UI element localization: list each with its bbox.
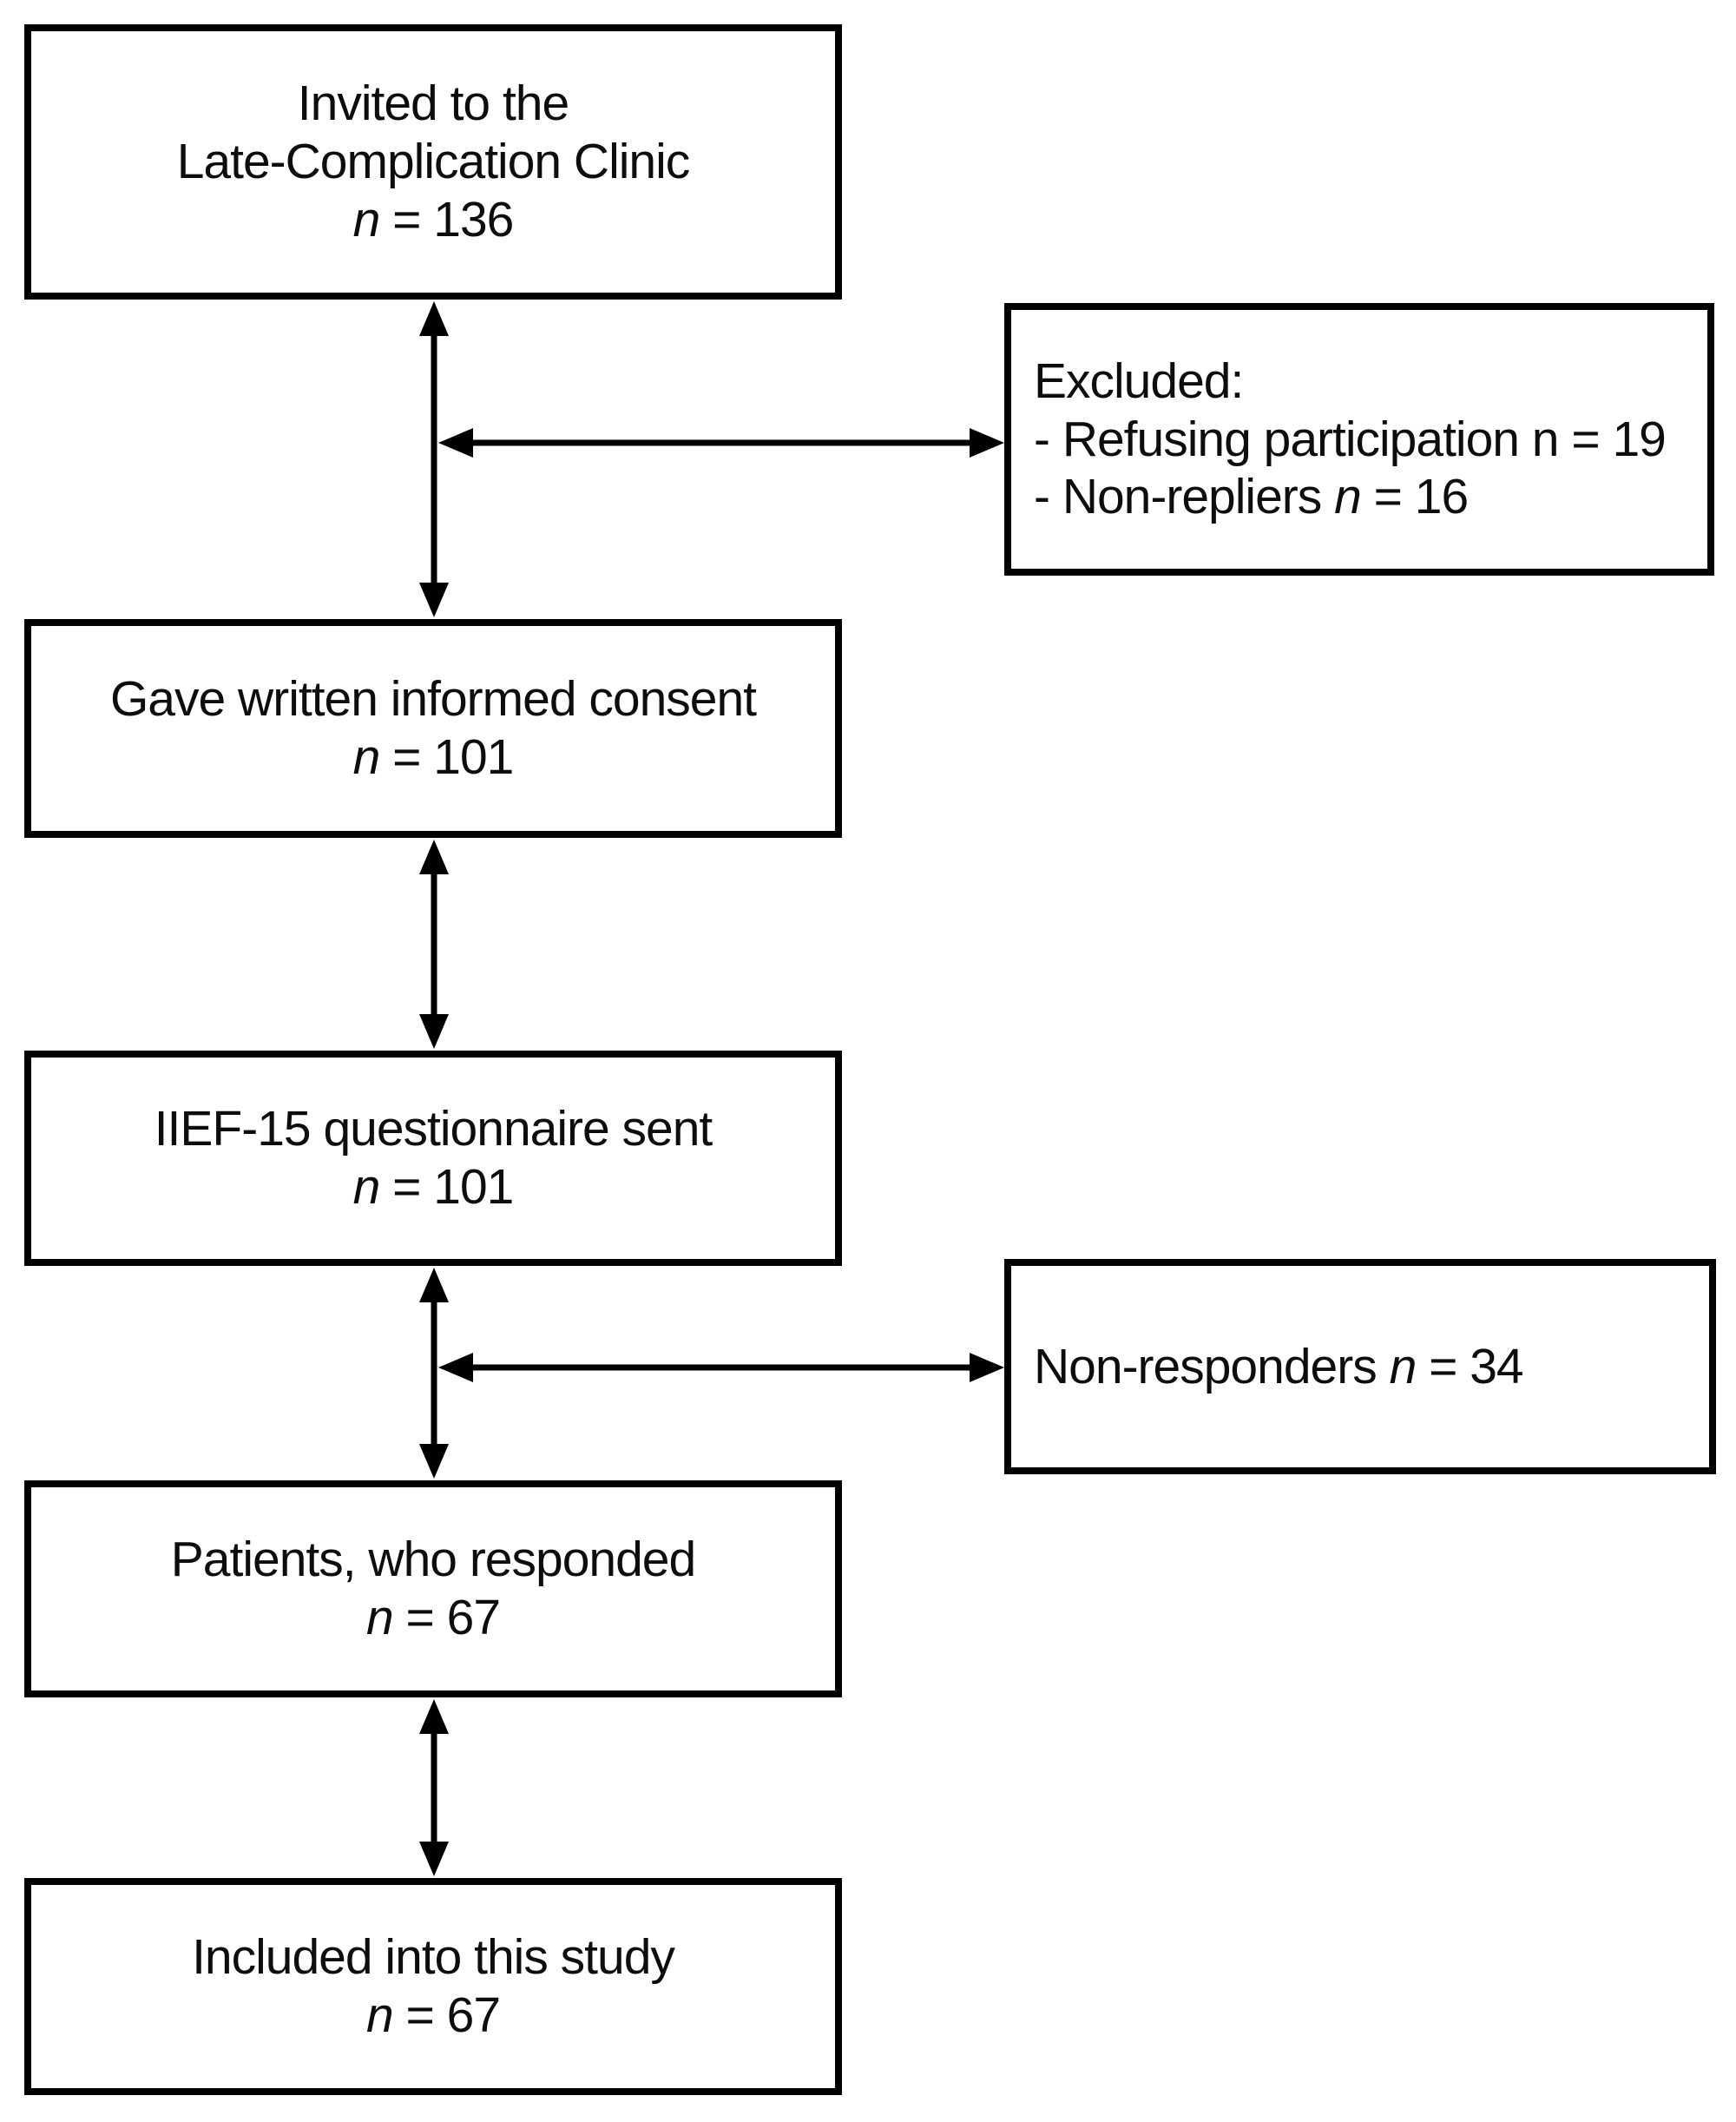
arrow-invited-consent (419, 301, 449, 617)
box-text-line: Non-responders n = 34 (1034, 1338, 1524, 1394)
box-text-line: n = 136 (352, 191, 515, 247)
arrow-questionnaire-responded (419, 1268, 449, 1479)
box-text-line: Gave written informed consent (109, 671, 757, 728)
box-text-line: n = 101 (352, 729, 515, 785)
box-text-line: Excluded: (1034, 353, 1244, 409)
box-text-line: n = 101 (352, 1159, 515, 1215)
box-excluded: Excluded:- Refusing participation n = 19… (1004, 303, 1714, 576)
box-text-line: IIEF-15 questionnaire sent (154, 1101, 713, 1157)
box-text-line: - Refusing participation n = 19 (1034, 411, 1667, 467)
box-text-line: Invited to the (297, 76, 569, 132)
arrow-consent-questionnaire (419, 840, 449, 1049)
arrow-responded-included (419, 1699, 449, 1876)
box-text-line: Late-Complication Clinic (176, 134, 691, 190)
box-text-line: - Non-repliers n = 16 (1034, 469, 1469, 525)
box-non-responders: Non-responders n = 34 (1004, 1259, 1716, 1474)
arrow-excluded-branch (438, 428, 1004, 458)
box-text-line: n = 67 (365, 1590, 501, 1645)
box-text-line: n = 67 (365, 1987, 501, 2043)
box-text-line: Patients, who responded (170, 1532, 696, 1588)
box-text-line: Included into this study (192, 1929, 675, 1986)
arrow-nonresponders-branch (438, 1353, 1004, 1382)
